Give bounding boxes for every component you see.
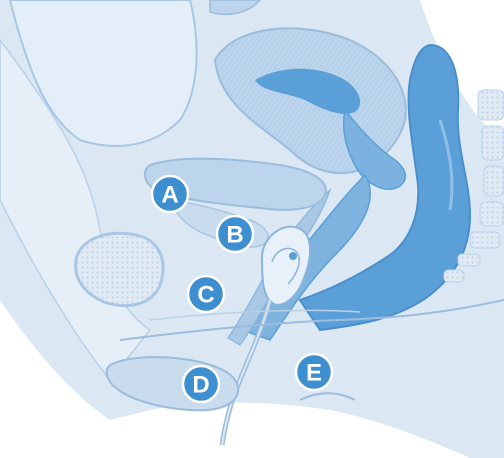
marker-d-label: D (192, 372, 209, 399)
marker-e: E (296, 354, 332, 390)
marker-b-label: B (226, 222, 243, 249)
marker-a: A (152, 176, 188, 212)
marker-e-label: E (306, 360, 322, 387)
marker-b: B (217, 216, 253, 252)
marker-d: D (183, 366, 219, 402)
marker-c: C (188, 276, 224, 312)
marker-a-label: A (161, 182, 178, 209)
marker-c-label: C (197, 282, 214, 309)
